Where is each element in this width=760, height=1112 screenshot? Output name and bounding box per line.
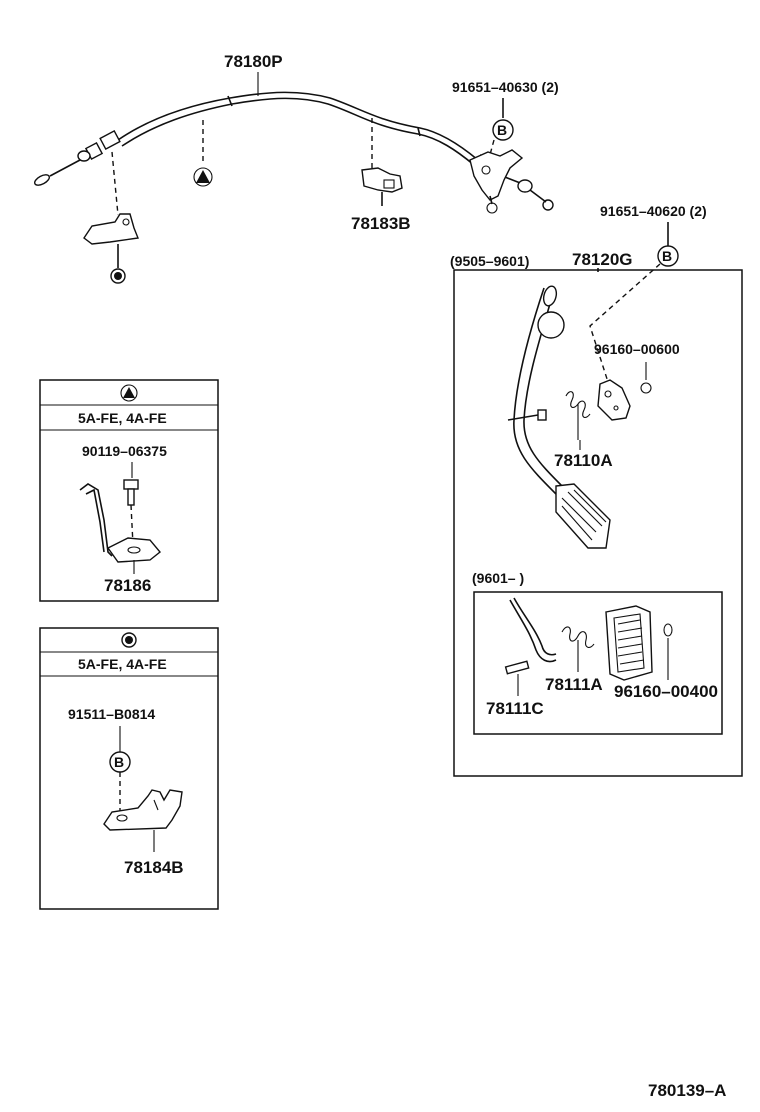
- spring-shape: [565, 391, 591, 440]
- inset-circle-frame: [39, 627, 219, 910]
- label-engine-2: 5A-FE, 4A-FE: [78, 656, 167, 672]
- bracket-1-shape: [79, 483, 161, 563]
- pedal-arm-2-shape: [509, 597, 557, 663]
- pedal-sub-frame: [473, 591, 723, 735]
- clamp-shape: [361, 167, 403, 193]
- label-bolt-inset-1: 90119–06375: [82, 443, 167, 459]
- label-cable: 78180P: [224, 52, 283, 71]
- circle-marker-icon: [110, 268, 126, 284]
- pedal-arm-shape: [507, 285, 611, 549]
- inset-circle-icon: [121, 632, 137, 648]
- bolt-b-callout-top: B: [492, 119, 514, 141]
- spring-2-shape: [561, 626, 595, 672]
- label-clip-2: 96160–00400: [614, 682, 718, 701]
- label-bracket-1: 78186: [104, 576, 151, 595]
- clip-2-shape: [663, 623, 673, 637]
- cable-bracket-right-shape: [469, 149, 524, 214]
- label-pin: 78111C: [486, 699, 544, 718]
- bracket-2-shape: [103, 789, 183, 831]
- label-spring-2: 78111A: [545, 675, 603, 694]
- accelerator-cable: [33, 91, 554, 211]
- pin-shape: [504, 660, 530, 675]
- diagram-code: 780139–A: [648, 1081, 726, 1100]
- cable-bracket-shape: [83, 213, 139, 245]
- clip-1-shape: [640, 382, 652, 394]
- svg-text:B: B: [662, 248, 672, 264]
- svg-text:B: B: [497, 122, 507, 138]
- pedal-bracket-shape: [597, 379, 631, 421]
- inset-triangle-icon: [123, 387, 135, 398]
- label-bolt-inset-2: 91511–B0814: [68, 706, 155, 722]
- pedal-pad-shape: [605, 605, 653, 681]
- bolt-inset-1-shape: [123, 479, 139, 506]
- svg-text:B: B: [114, 754, 124, 770]
- label-pedal-range-1: (9505–9601): [450, 253, 529, 269]
- label-clamp: 78183B: [351, 214, 411, 233]
- bolt-b-callout-right: B: [657, 245, 679, 267]
- inset-triangle-frame: [39, 379, 219, 602]
- label-bracket-2: 78184B: [124, 858, 184, 877]
- label-engine-1: 5A-FE, 4A-FE: [78, 410, 167, 426]
- label-spring-1: 78110A: [554, 451, 613, 470]
- label-bolt-right: 91651–40620 (2): [600, 203, 707, 219]
- label-bolt-top: 91651–40630 (2): [452, 79, 559, 95]
- label-pedal-assy: 78120G: [572, 250, 633, 269]
- label-clip-1: 96160–00600: [594, 341, 680, 357]
- bolt-b-callout-inset: B: [109, 751, 131, 773]
- label-pedal-range-2: (9601– ): [472, 570, 524, 586]
- triangle-marker-icon: [196, 170, 210, 183]
